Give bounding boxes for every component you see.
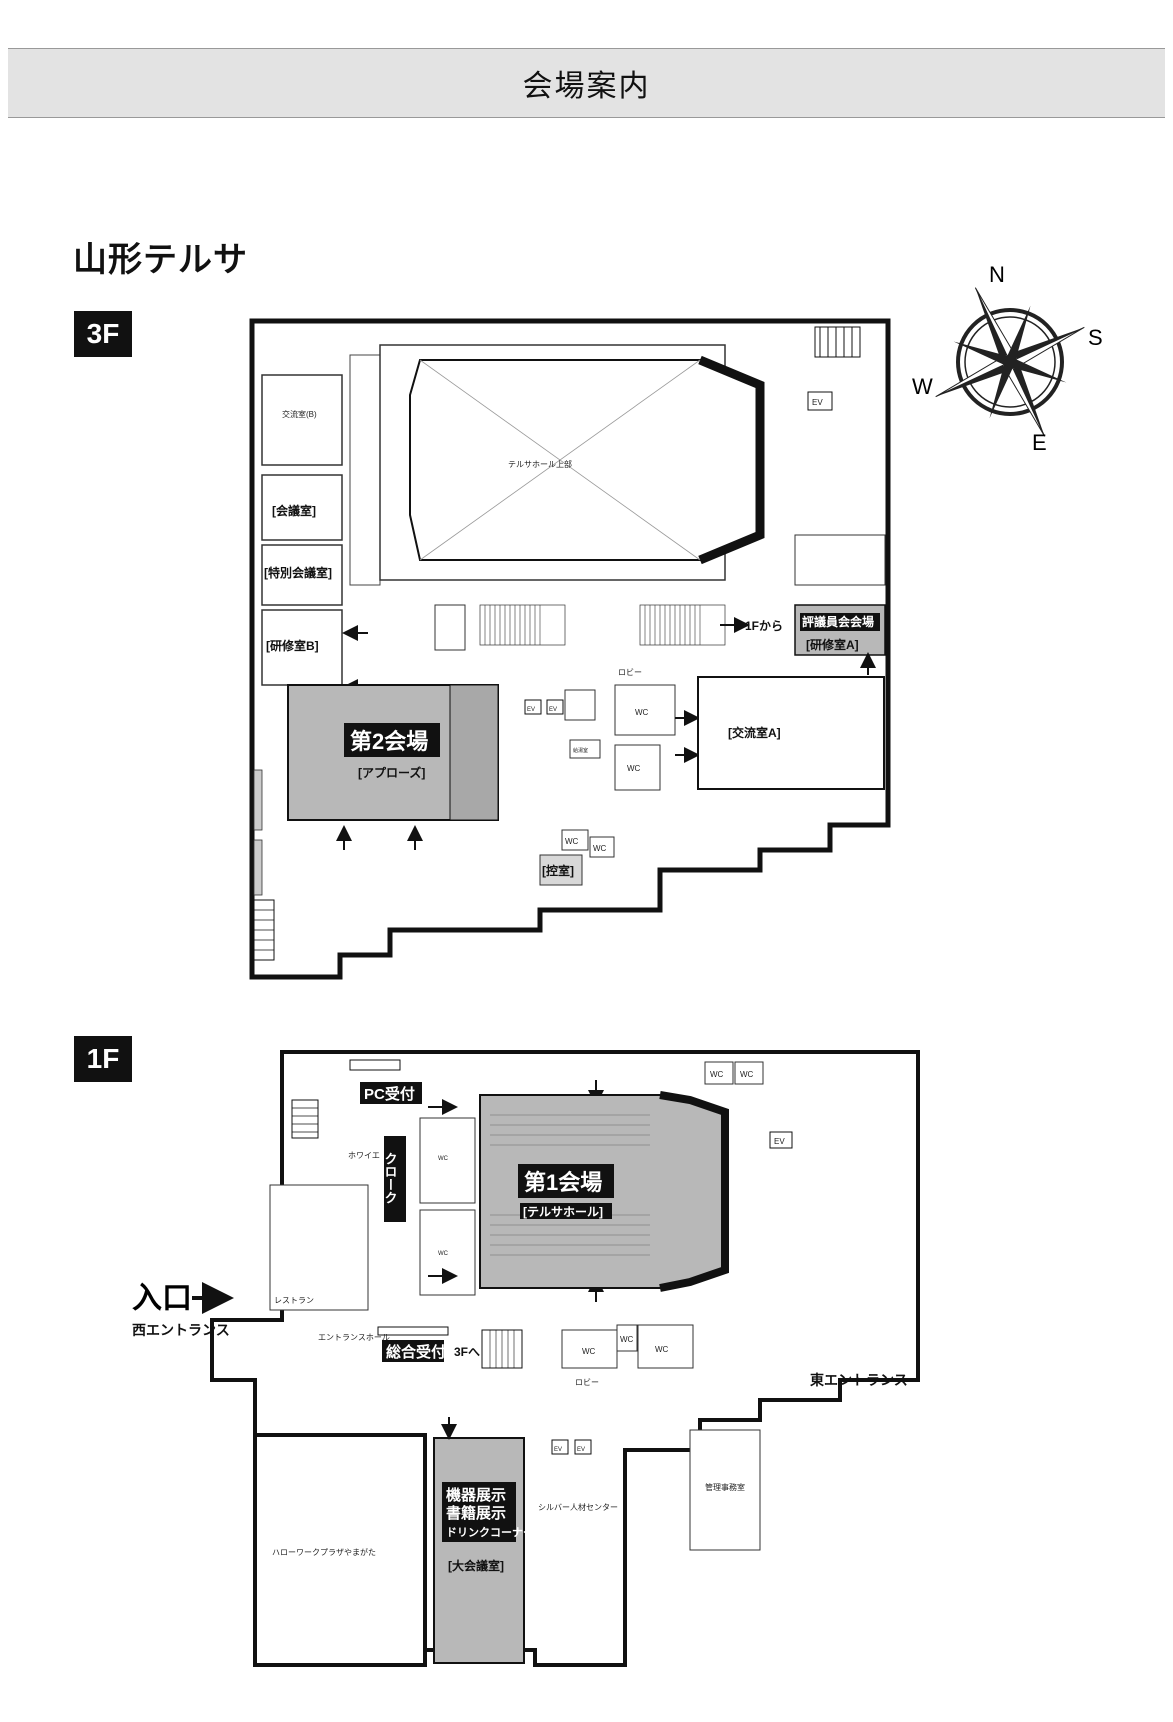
hall1-title[interactable]: 第1会場 bbox=[524, 1170, 602, 1195]
general-reception-label[interactable]: 総合受付 bbox=[386, 1343, 446, 1361]
room-koryu-b: 交流室(B) bbox=[282, 409, 317, 419]
room-small: 給湯室 bbox=[573, 747, 588, 754]
wc-3f-2: WC bbox=[627, 764, 641, 773]
label-to-3f: 3Fへ bbox=[454, 1345, 480, 1359]
ev-3f-2: EV bbox=[527, 707, 535, 713]
page-header: 会場案内 bbox=[8, 48, 1165, 118]
wc-1f-l2: WC bbox=[438, 1251, 449, 1257]
floor-3f-tag[interactable]: 3F bbox=[74, 311, 132, 357]
room-kenshu-b[interactable]: [研修室B] bbox=[266, 638, 319, 653]
venue-name: 山形テルサ bbox=[73, 241, 248, 279]
wc-3f-1: WC bbox=[635, 708, 649, 717]
room-hyogiin[interactable]: 評議員会会場 bbox=[802, 614, 874, 629]
compass-e: E bbox=[1032, 430, 1047, 455]
room-koryu-a[interactable]: [交流室A] bbox=[728, 725, 781, 740]
room-tokubetsu[interactable]: [特別会議室] bbox=[264, 565, 332, 580]
label-entrance-hall: エントランスホール bbox=[318, 1333, 390, 1342]
room-kaigishitsu[interactable]: [会議室] bbox=[272, 503, 316, 518]
compass-n: N bbox=[989, 262, 1005, 287]
entrance-label[interactable]: 入口 bbox=[132, 1282, 192, 1315]
label-foyer: ホワイエ bbox=[348, 1151, 380, 1160]
compass-rose-icon: N S W E bbox=[912, 262, 1103, 455]
east-entrance-label[interactable]: 東エントランス bbox=[810, 1372, 908, 1388]
cloak-label[interactable]: クローク bbox=[383, 1152, 398, 1204]
wc-1f-r1: WC bbox=[710, 1070, 724, 1079]
compass-w: W bbox=[912, 374, 933, 399]
exhibit-books-label[interactable]: 書籍展示 bbox=[446, 1504, 506, 1522]
room-hellowork: ハローワークプラザやまがた bbox=[272, 1547, 376, 1557]
wc-1f-b1: WC bbox=[582, 1347, 596, 1356]
label-lobby-1f: ロビー bbox=[575, 1378, 599, 1387]
drink-corner-label[interactable]: ドリンクコーナー bbox=[446, 1526, 534, 1539]
floor-3f-map: 交流室(B) [会議室] [特別会議室] [研修室B] テルサホール上部 EV … bbox=[249, 318, 891, 980]
room-daikaigi[interactable]: [大会議室] bbox=[448, 1558, 504, 1573]
label-lobby-3f: ロビー bbox=[618, 668, 642, 677]
wc-1f-r2: WC bbox=[740, 1070, 754, 1079]
exhibit-equipment-label[interactable]: 機器展示 bbox=[446, 1486, 506, 1504]
page-title: 会場案内 bbox=[522, 69, 651, 104]
room-kanri: 管理事務室 bbox=[705, 1482, 745, 1492]
hall2-title[interactable]: 第2会場 bbox=[350, 729, 428, 754]
floor-1f-map: PC受付 ホワイエ クローク WC WC 第1会場 [テルサホール] WC WC… bbox=[132, 1050, 920, 1667]
compass-s: S bbox=[1088, 325, 1103, 350]
room-silver: シルバー人材センター bbox=[538, 1502, 618, 1512]
floor-1f-tag[interactable]: 1F bbox=[74, 1036, 132, 1082]
hall1-subtitle: [テルサホール] bbox=[523, 1205, 603, 1219]
pc-reception-label[interactable]: PC受付 bbox=[364, 1085, 415, 1103]
west-entrance-label[interactable]: 西エントランス bbox=[132, 1322, 230, 1338]
wc-3f-4: WC bbox=[593, 844, 607, 853]
wc-1f-b3: WC bbox=[655, 1345, 669, 1354]
ev-1f: EV bbox=[774, 1137, 785, 1146]
ev-1f-b1: EV bbox=[554, 1447, 562, 1453]
label-from-1f: 1Fから bbox=[745, 619, 783, 633]
room-hall-upper: テルサホール上部 bbox=[508, 459, 572, 469]
wc-3f-3: WC bbox=[565, 837, 579, 846]
ev-3f-1: EV bbox=[812, 398, 823, 407]
wc-1f-b2: WC bbox=[620, 1335, 634, 1344]
room-kenshu-a[interactable]: [研修室A] bbox=[806, 637, 859, 652]
ev-1f-b2: EV bbox=[577, 1447, 585, 1453]
room-restaurant: レストラン bbox=[274, 1296, 314, 1305]
wc-1f-l1: WC bbox=[438, 1156, 449, 1162]
ev-3f-3: EV bbox=[549, 707, 557, 713]
hall2-subtitle: [アプローズ] bbox=[358, 765, 425, 780]
room-hikae[interactable]: [控室] bbox=[542, 863, 574, 878]
